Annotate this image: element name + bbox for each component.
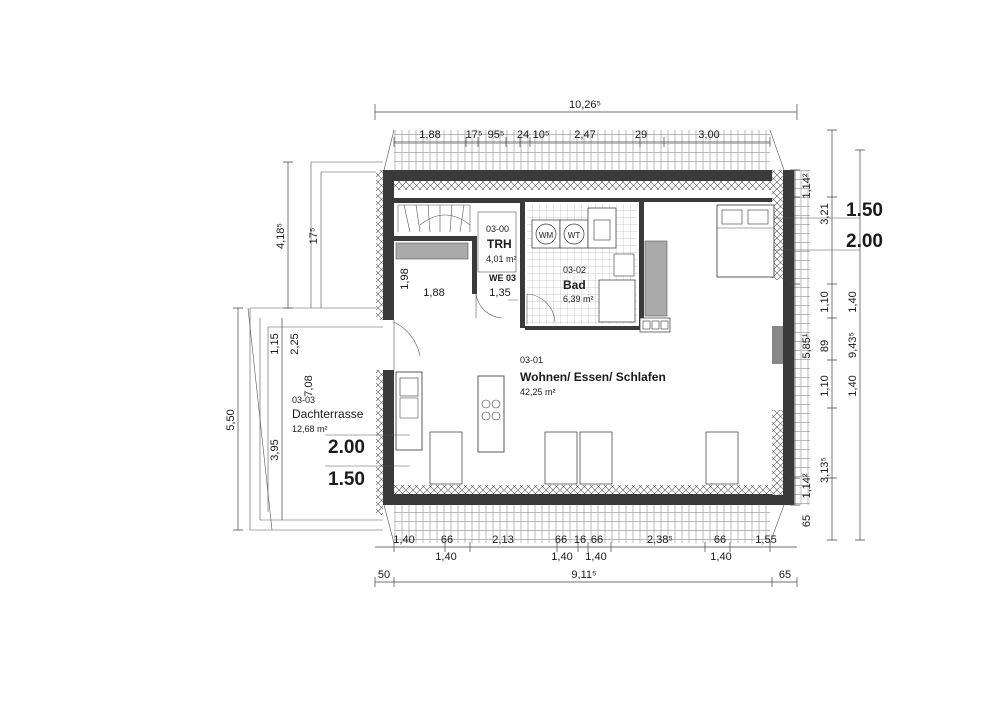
terrace-outline xyxy=(247,161,383,531)
dim-top-1: 1,88 xyxy=(419,129,440,141)
dim-left-4: 1,15 xyxy=(269,333,281,354)
interior-walls xyxy=(394,198,772,330)
dim-right-inner-1: 1,14² xyxy=(801,173,813,198)
height-right-upper: 1.50 xyxy=(846,200,883,221)
dim-overall-right: 65 xyxy=(779,569,791,581)
dim-left-5: 2,25 xyxy=(289,333,301,354)
unit-label: WE 03 xyxy=(489,273,516,283)
dim-overall-left: 50 xyxy=(378,569,390,581)
washer-label: WM xyxy=(539,231,554,240)
room-trh-name: TRH xyxy=(487,237,512,251)
dim-bottom2-1: 1,40 xyxy=(435,551,456,563)
room-terrace-id: 03-03 xyxy=(292,395,315,405)
roof-right xyxy=(792,170,810,505)
dim-overall-mid: 9,11⁵ xyxy=(571,569,596,581)
room-living-name: Wohnen/ Essen/ Schlafen xyxy=(520,370,666,384)
bed xyxy=(716,204,775,278)
dim-bottom2-4: 1,40 xyxy=(710,551,731,563)
room-bad-area: 6,39 m² xyxy=(563,294,594,304)
staircase xyxy=(397,204,517,273)
dim-top-4: 24 xyxy=(517,129,529,141)
outer-walls xyxy=(376,170,794,515)
dim-right-outer-2: 1,40 xyxy=(847,291,859,312)
height-right-lower: 2.00 xyxy=(846,231,883,252)
dim-top-6: 2,47 xyxy=(574,129,595,141)
dim-left-6: 7,08 xyxy=(303,375,315,396)
room-terrace-area: 12,68 m² xyxy=(292,424,328,434)
dim-right-inner-5: 1,10 xyxy=(819,375,831,396)
kitchen xyxy=(395,371,505,453)
dim-left-1: 4,18⁵ xyxy=(275,223,287,249)
dim-bottom-3: 2,13 xyxy=(492,534,513,546)
dim-bottom-9: 1,55 xyxy=(755,534,776,546)
dim-interior-1: 1,98 xyxy=(399,268,411,289)
dim-interior-2: 1,88 xyxy=(423,287,444,299)
dim-top-3: 95⁵ xyxy=(488,129,505,141)
height-left-upper: 2.00 xyxy=(328,437,365,458)
roof-bottom xyxy=(394,505,770,543)
room-terrace-name: Dachterrasse xyxy=(292,407,364,421)
height-left-lower: 1.50 xyxy=(328,469,365,490)
room-trh-area: 4,01 m² xyxy=(486,254,517,264)
dim-top-2: 17⁵ xyxy=(466,129,483,141)
dim-right-outer-1: 3,21 xyxy=(819,203,831,224)
dim-right-inner-7: 65 xyxy=(801,515,813,527)
bath-fixtures: WM WT xyxy=(531,207,671,333)
dim-top-overall: 10,26⁵ xyxy=(569,99,601,111)
dim-bottom-1: 1,40 xyxy=(393,534,414,546)
dim-bottom-4: 66 xyxy=(555,534,567,546)
dim-interior-3: 1,35 xyxy=(489,287,510,299)
roof-windows xyxy=(429,431,739,485)
dim-bottom-2: 66 xyxy=(441,534,453,546)
dim-bottom2-3: 1,40 xyxy=(585,551,606,563)
dim-bottom-7: 2,38⁵ xyxy=(647,534,673,546)
room-living-id: 03-01 xyxy=(520,355,543,365)
dim-left-3: 5,50 xyxy=(225,409,237,430)
dim-right-inner-2: 1,10 xyxy=(819,291,831,312)
dim-right-outer-4: 1,40 xyxy=(847,375,859,396)
dimension-lines xyxy=(233,104,865,587)
dim-right-inner-4: 89 xyxy=(819,340,831,352)
dryer-label: WT xyxy=(568,231,581,240)
dim-right-outer-3: 9,43⁵ xyxy=(847,332,859,358)
dim-top-8: 3,00 xyxy=(698,129,719,141)
dim-bottom2-2: 1,40 xyxy=(551,551,572,563)
room-trh-id: 03-00 xyxy=(486,224,509,234)
dim-left-7: 3,95 xyxy=(269,439,281,460)
dim-top-5: 10⁵ xyxy=(533,129,550,141)
dim-top-7: 29 xyxy=(635,129,647,141)
dim-right-inner-6: 1,14² xyxy=(801,473,813,498)
dim-bottom-6: 66 xyxy=(591,534,603,546)
dim-right-outer-5: 3,13⁵ xyxy=(819,457,831,483)
roof-top xyxy=(394,130,770,170)
dim-bottom-8: 66 xyxy=(714,534,726,546)
room-bad-name: Bad xyxy=(563,278,586,292)
room-living-area: 42,25 m² xyxy=(520,387,556,397)
dim-bottom-5: 16 xyxy=(574,534,586,546)
ceiling-lines xyxy=(325,217,860,467)
doors xyxy=(393,293,556,370)
dim-right-inner-3: 5,85¹ xyxy=(801,333,813,358)
dim-left-2: 17⁵ xyxy=(308,228,320,245)
room-bad-id: 03-02 xyxy=(563,265,586,275)
